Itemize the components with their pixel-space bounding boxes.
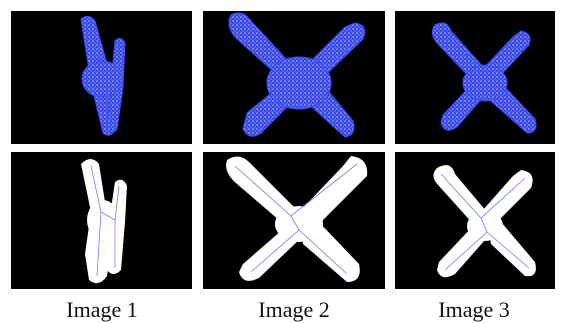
silhouette-skeleton-3 (433, 165, 536, 278)
silhouette-panel-1 (11, 152, 192, 289)
caption-image-3: Image 3 (438, 297, 510, 322)
wireframe-mesh-2 (228, 12, 366, 138)
caption-image-1: Image 1 (66, 297, 138, 322)
mesh-panel-3 (395, 11, 555, 144)
silhouette-panel-3 (395, 152, 555, 289)
mesh-panel-2 (203, 11, 385, 144)
silhouette-skeleton-2 (226, 156, 368, 282)
wireframe-mesh-1 (80, 15, 126, 136)
mesh-panel-1 (11, 11, 192, 144)
caption-image-2: Image 2 (258, 297, 330, 322)
wireframe-mesh-3 (431, 22, 537, 134)
silhouette-panel-2 (203, 152, 385, 289)
silhouette-skeleton-1 (81, 159, 127, 284)
